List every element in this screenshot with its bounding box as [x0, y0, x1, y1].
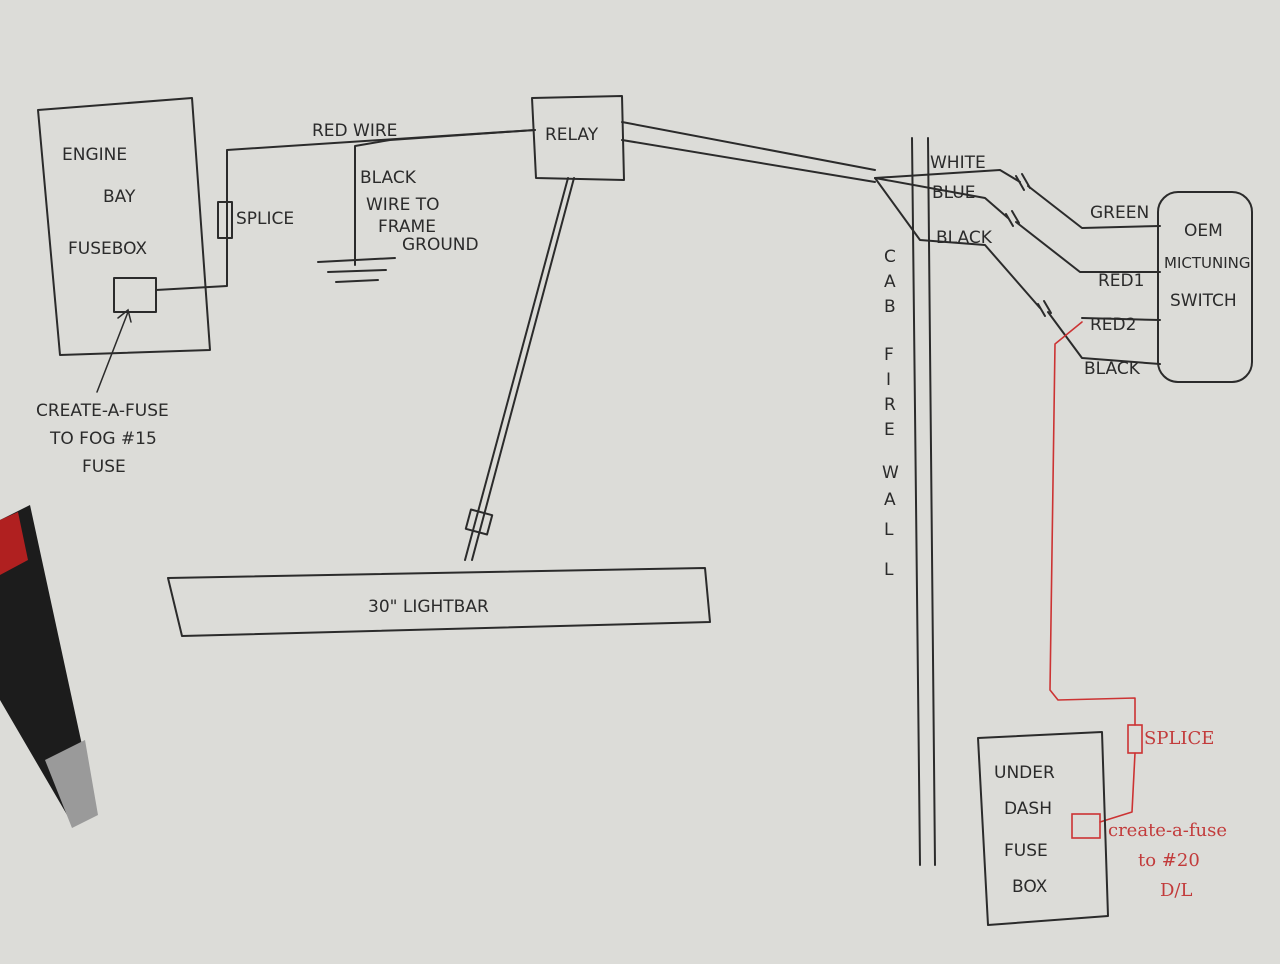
svg-text:GROUND: GROUND	[402, 235, 479, 255]
arrowhead	[117, 308, 132, 323]
svg-text:BOX: BOX	[1012, 877, 1048, 897]
fuse-to-relay-wire	[155, 129, 536, 291]
engine-fusebox-line3: FUSEBOX	[68, 239, 147, 259]
black-ground-wire	[354, 129, 536, 266]
svg-text:create-a-fuse: create-a-fuse	[1108, 820, 1227, 841]
red2-label: RED2	[1090, 315, 1136, 335]
relay-box	[531, 95, 625, 181]
oem-mictuning-switch	[1157, 191, 1253, 383]
fog-fuse-slot	[113, 277, 157, 313]
red1-label: RED1	[1098, 271, 1144, 291]
svg-text:B: B	[884, 297, 896, 317]
svg-text:W: W	[882, 463, 899, 483]
splice-top	[217, 201, 233, 239]
engine-fusebox-line2: BAY	[103, 187, 136, 207]
svg-text:R: R	[884, 395, 896, 415]
splice-bottom-label: SPLICE	[1144, 728, 1214, 749]
cab-firewall	[911, 137, 936, 866]
black-connector	[1037, 300, 1052, 317]
switch-black-wire	[1047, 311, 1161, 365]
svg-text:UNDER: UNDER	[994, 763, 1055, 783]
relay-to-switch-harness	[621, 121, 876, 183]
blue-connector	[1005, 210, 1020, 227]
svg-text:C: C	[884, 247, 896, 267]
switch-label-line1: OEM	[1184, 221, 1223, 241]
switch-label-line3: SWITCH	[1170, 291, 1237, 311]
switch-black-label: BLACK	[1084, 359, 1141, 379]
svg-text:F: F	[884, 345, 894, 365]
black-wire	[874, 177, 1041, 309]
splice-to-fuse-wire	[1099, 752, 1136, 823]
lightbar-label: 30" LIGHTBAR	[368, 597, 489, 617]
ground-symbol	[317, 257, 396, 283]
dl-fuse-slot	[1071, 813, 1101, 839]
svg-text:I: I	[886, 370, 891, 390]
relay-label: RELAY	[545, 125, 599, 145]
fuse-pointer-arrow	[96, 311, 129, 393]
svg-text:DASH: DASH	[1004, 799, 1052, 819]
engine-fusebox-line1: ENGINE	[62, 145, 127, 165]
firewall-label: C A B F I R E W A L L	[882, 247, 899, 580]
svg-text:BLACK: BLACK	[360, 168, 417, 188]
svg-text:TO FOG #15: TO FOG #15	[49, 429, 157, 449]
switch-label-line2: MICTUNING	[1164, 254, 1250, 272]
relay-to-lightbar-wire	[464, 177, 575, 561]
red1-wire	[1015, 221, 1161, 273]
svg-text:to #20: to #20	[1138, 850, 1200, 871]
engine-bay-fusebox: ENGINE BAY FUSEBOX	[37, 97, 211, 356]
splice-bottom	[1127, 724, 1143, 754]
white-wire-label: WHITE	[930, 153, 986, 173]
black-wire-ground-label: BLACK WIRE TO FRAME GROUND	[360, 168, 479, 255]
white-wire	[874, 169, 1021, 183]
red2-to-dash-wire	[1049, 321, 1136, 726]
svg-text:E: E	[884, 420, 895, 440]
svg-text:FUSE: FUSE	[82, 457, 126, 477]
splice-top-label: SPLICE	[236, 209, 294, 229]
lightbar-connector	[464, 508, 494, 536]
red2-wire	[1081, 317, 1161, 321]
svg-text:L: L	[884, 520, 894, 540]
svg-text:CREATE-A-FUSE: CREATE-A-FUSE	[36, 401, 169, 421]
svg-text:A: A	[884, 490, 896, 510]
black-wire-label: BLACK	[936, 228, 993, 248]
create-a-fuse-fog-label: CREATE-A-FUSE TO FOG #15 FUSE	[36, 401, 169, 477]
red-wire-label: RED WIRE	[312, 121, 397, 141]
lightbar-box	[167, 567, 711, 637]
under-dash-fuse-box	[977, 731, 1109, 926]
svg-text:FRAME: FRAME	[378, 217, 436, 237]
green-label: GREEN	[1090, 203, 1149, 223]
blue-wire	[874, 177, 1009, 219]
svg-text:L: L	[884, 560, 894, 580]
green-wire	[1027, 185, 1161, 229]
create-a-fuse-dl-label: create-a-fuse to #20 D/L	[1108, 820, 1227, 901]
svg-text:D/L: D/L	[1160, 880, 1192, 901]
svg-text:A: A	[884, 272, 896, 292]
pen-image	[0, 505, 98, 828]
blue-wire-label: BLUE	[932, 183, 975, 203]
svg-text:FUSE: FUSE	[1004, 841, 1048, 861]
svg-text:WIRE TO: WIRE TO	[366, 195, 440, 215]
